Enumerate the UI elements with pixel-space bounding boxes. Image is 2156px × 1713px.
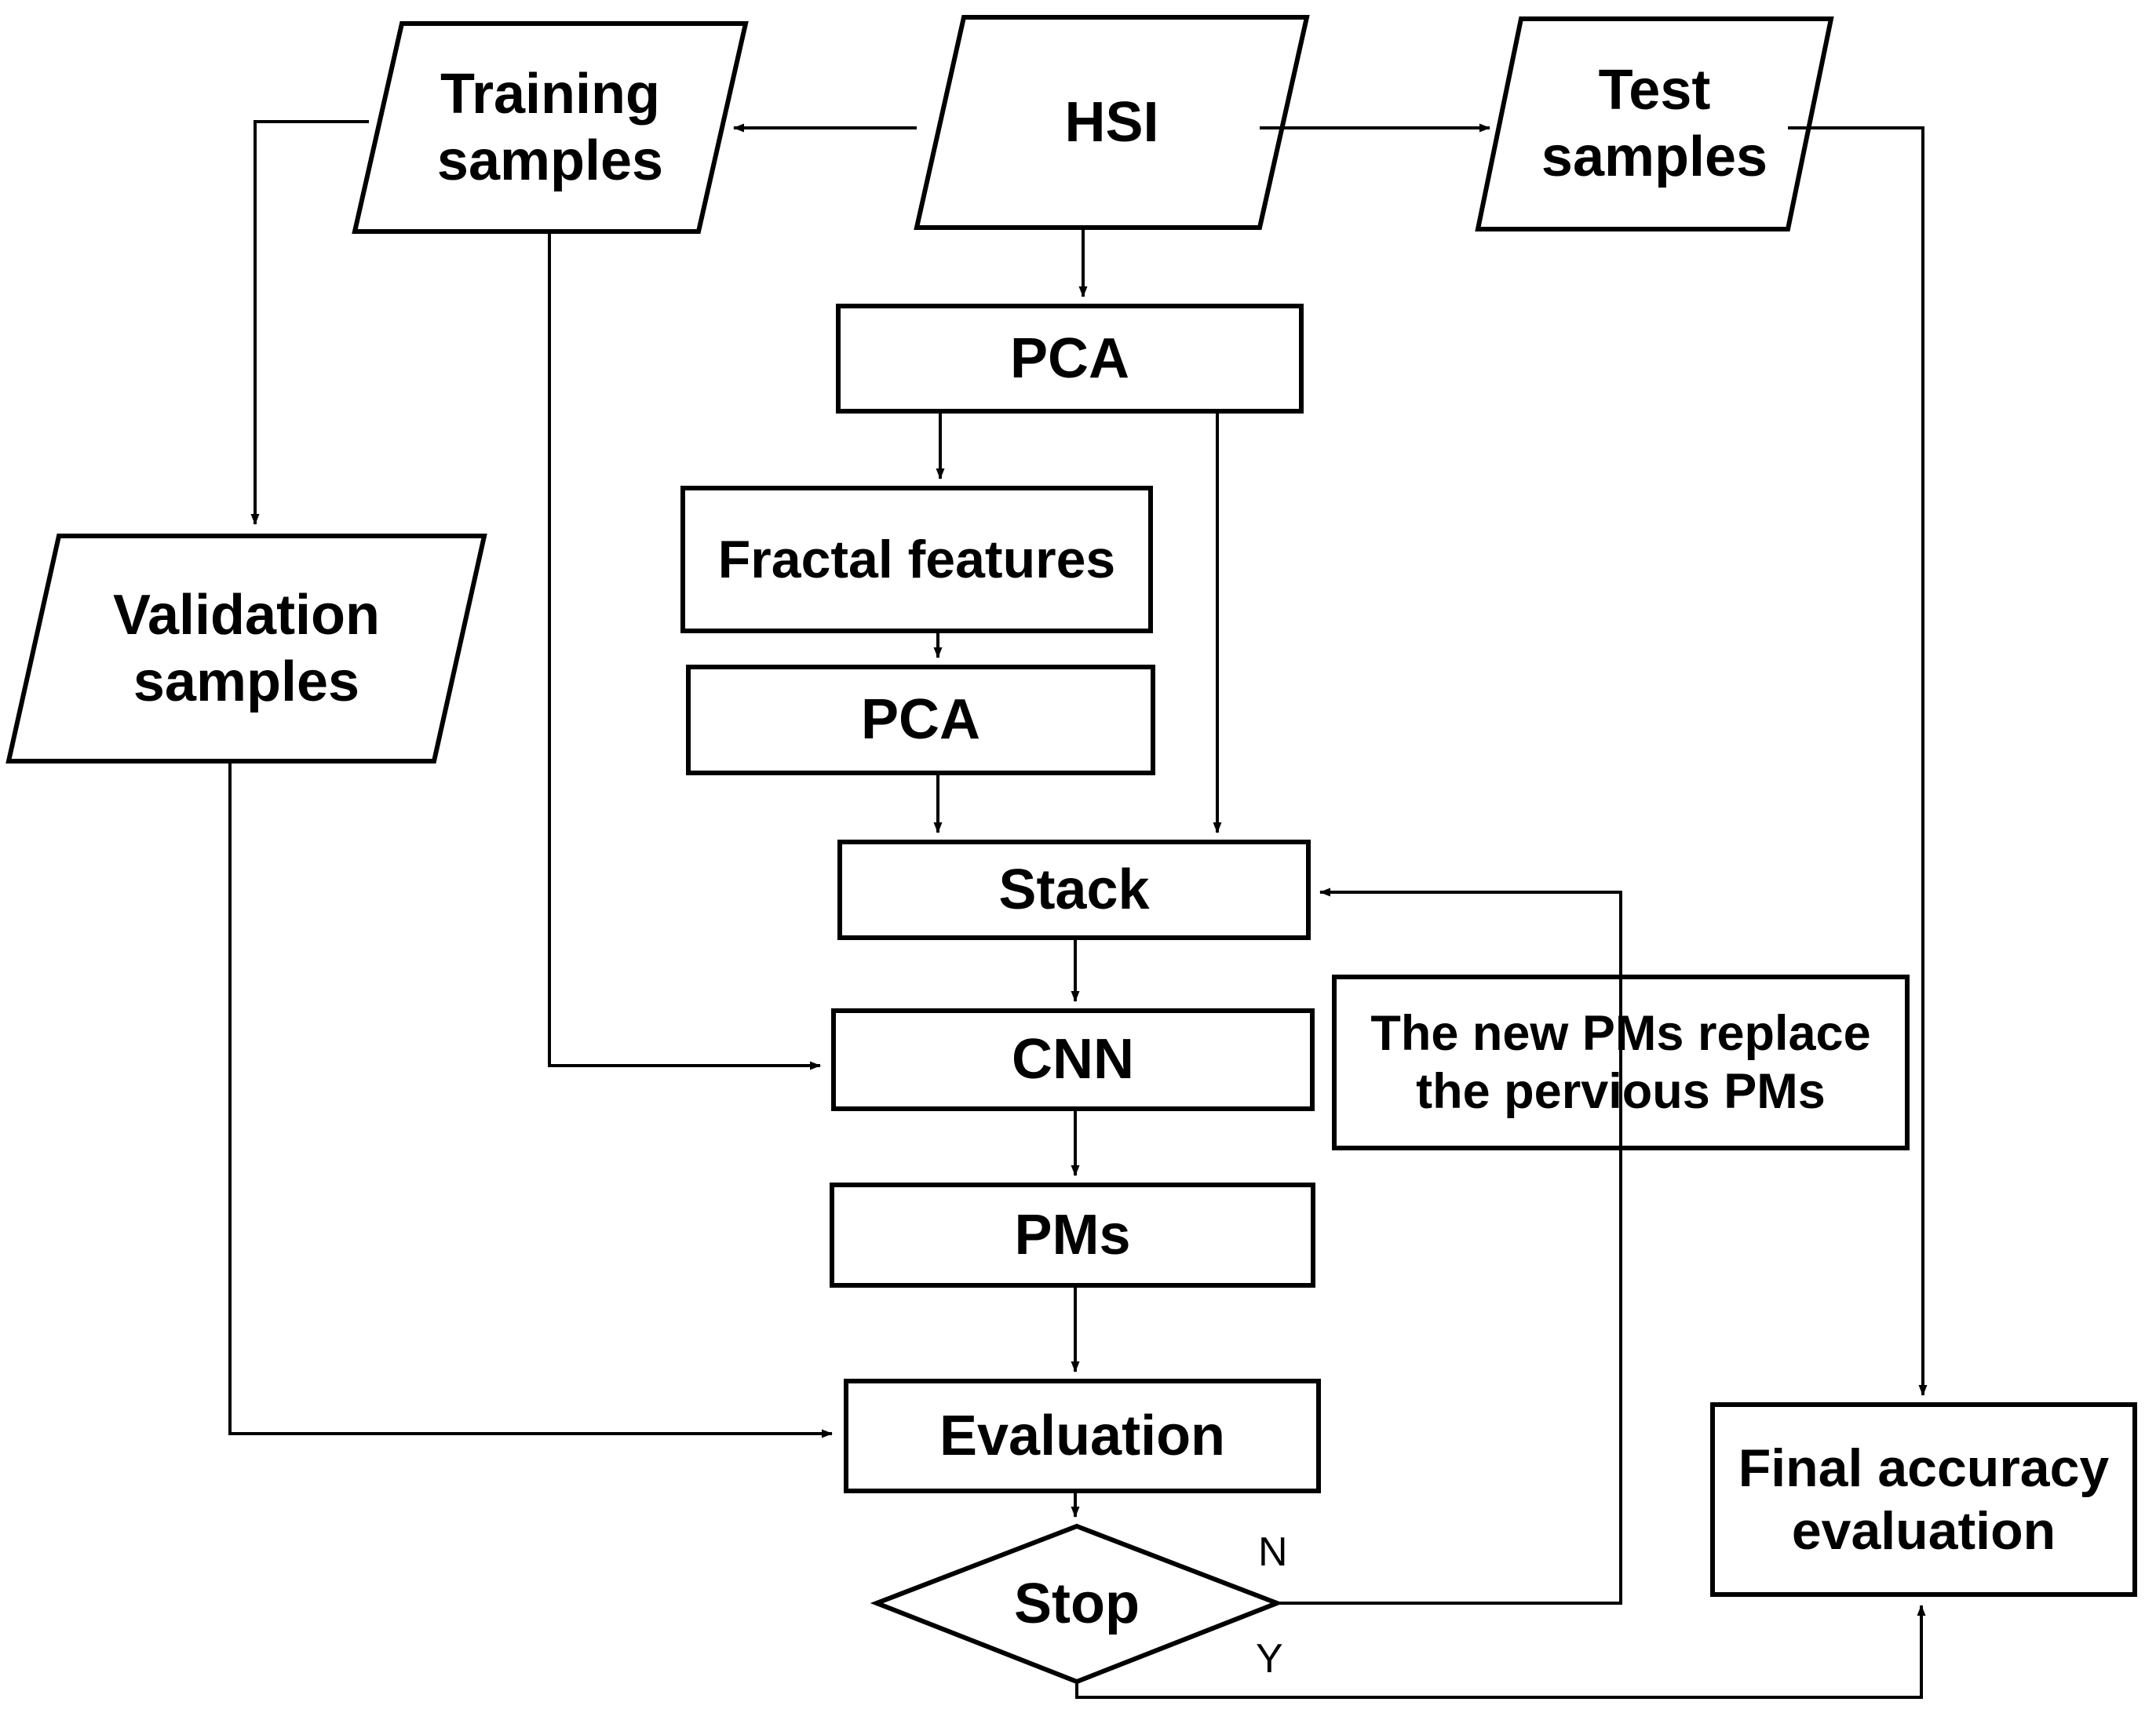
shape-cnn [831,1008,1315,1111]
shape-training-samples [352,21,749,234]
edge-stop-no-to-stack [1277,887,1622,1605]
shape-test-samples [1475,16,1834,231]
shape-fractal-features [680,486,1153,633]
shape-stop [870,1523,1284,1685]
shape-validation-samples [5,534,487,764]
edge-stop-yes-to-final [1075,1605,1926,1699]
shape-hsi [914,15,1310,230]
shape-pms [830,1183,1315,1288]
edge-training-to-validation [250,120,369,525]
shape-stack [837,840,1311,940]
shape-pca-second [686,665,1155,775]
edge-label-yes: Y [1256,1636,1283,1682]
shape-evaluation [844,1379,1321,1493]
edge-test-to-final [1788,126,1928,1396]
shape-pca-top [836,304,1304,414]
edge-validation-to-evaluation [228,761,833,1438]
edge-label-no: N [1258,1529,1288,1575]
edge-training-to-cnn [548,231,821,1070]
shape-final-accuracy [1710,1402,2137,1597]
